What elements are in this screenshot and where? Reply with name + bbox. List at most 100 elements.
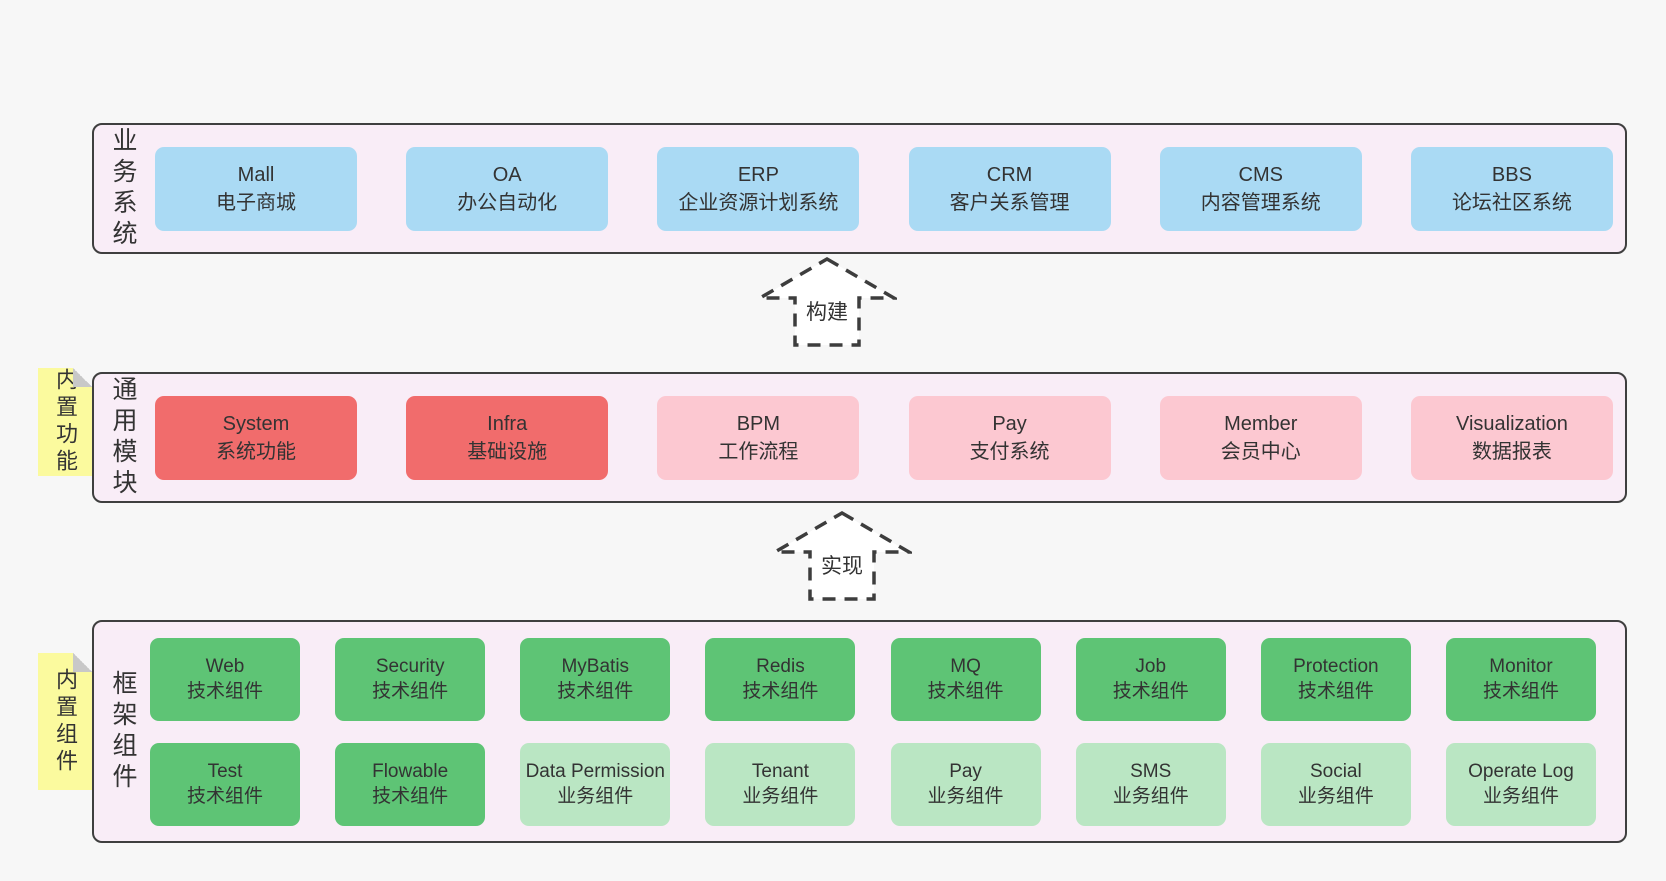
box-title: Flowable bbox=[372, 761, 449, 782]
component-box-pay: Pay 业务组件 bbox=[890, 742, 1041, 826]
box-subtitle: 技术组件 bbox=[927, 681, 1004, 702]
box-subtitle: 论坛社区系统 bbox=[1451, 191, 1572, 214]
component-box-redis: Redis 技术组件 bbox=[705, 637, 856, 721]
component-box-bpm: BPM 工作流程 bbox=[657, 395, 860, 480]
box-subtitle: 支付系统 bbox=[969, 440, 1050, 463]
box-title: System bbox=[222, 412, 290, 435]
component-box-tenant: Tenant 业务组件 bbox=[705, 742, 856, 826]
box-title: Infra bbox=[487, 412, 528, 435]
box-title: Member bbox=[1224, 412, 1298, 435]
box-subtitle: 技术组件 bbox=[372, 786, 449, 807]
component-box-cms: CMS 内容管理系统 bbox=[1159, 146, 1362, 231]
sticky-note-builtin-features: 内置功能 bbox=[38, 368, 92, 476]
component-box-visualization: Visualization 数据报表 bbox=[1410, 395, 1613, 480]
box-title: MyBatis bbox=[561, 656, 630, 677]
component-box-erp: ERP 企业资源计划系统 bbox=[657, 146, 860, 231]
box-title: BPM bbox=[736, 412, 781, 435]
box-subtitle: 业务组件 bbox=[927, 786, 1004, 807]
sticky-note-builtin-features-label: 内置功能 bbox=[53, 368, 78, 476]
component-box-oa: OA 办公自动化 bbox=[406, 146, 609, 231]
arrow-implement-label: 实现 bbox=[818, 550, 866, 580]
arrow-build-label: 构建 bbox=[803, 296, 851, 326]
box-title: Tenant bbox=[751, 761, 809, 782]
box-title: Redis bbox=[756, 656, 805, 677]
box-title: ERP bbox=[737, 163, 779, 186]
component-box-security: Security 技术组件 bbox=[335, 637, 486, 721]
box-subtitle: 技术组件 bbox=[186, 786, 263, 807]
box-subtitle: 会员中心 bbox=[1220, 440, 1301, 463]
box-title: MQ bbox=[950, 656, 981, 677]
box-title: Mall bbox=[237, 163, 275, 186]
box-subtitle: 数据报表 bbox=[1471, 440, 1552, 463]
box-subtitle: 技术组件 bbox=[186, 681, 263, 702]
component-box-mall: Mall 电子商城 bbox=[155, 146, 357, 231]
component-box-sms: SMS 业务组件 bbox=[1075, 742, 1226, 826]
box-title: Operate Log bbox=[1468, 761, 1574, 782]
component-box-flowable: Flowable 技术组件 bbox=[335, 742, 486, 826]
sticky-note-builtin-components-label: 内置组件 bbox=[53, 667, 78, 776]
business-box-row: Mall 电子商城 OA 办公自动化 ERP 企业资源计划系统 CRM 客户关系管理 CMS 内容… bbox=[155, 146, 1613, 231]
panel-title-business-systems: 业务系统 bbox=[109, 126, 137, 251]
component-box-crm: CRM 客户关系管理 bbox=[908, 146, 1111, 231]
component-box-member: Member 会员中心 bbox=[1159, 395, 1362, 480]
component-box-operate-log: Operate Log 业务组件 bbox=[1445, 742, 1596, 826]
box-title: Web bbox=[205, 656, 245, 677]
box-title: CMS bbox=[1238, 163, 1283, 186]
box-subtitle: 技术组件 bbox=[1482, 681, 1559, 702]
component-box-mybatis: MyBatis 技术组件 bbox=[520, 637, 671, 721]
component-box-bbs: BBS 论坛社区系统 bbox=[1410, 146, 1613, 231]
box-subtitle: 业务组件 bbox=[742, 786, 819, 807]
component-box-test: Test 技术组件 bbox=[150, 742, 300, 826]
box-subtitle: 工作流程 bbox=[718, 440, 799, 463]
box-title: OA bbox=[492, 163, 522, 186]
box-subtitle: 办公自动化 bbox=[457, 191, 558, 214]
box-title: Visualization bbox=[1455, 412, 1568, 435]
box-title: Protection bbox=[1293, 656, 1379, 677]
box-subtitle: 内容管理系统 bbox=[1200, 191, 1321, 214]
component-box-mq: MQ 技术组件 bbox=[890, 637, 1041, 721]
box-title: Pay bbox=[949, 761, 982, 782]
box-title: Test bbox=[207, 761, 243, 782]
box-subtitle: 客户关系管理 bbox=[949, 191, 1070, 214]
box-subtitle: 基础设施 bbox=[467, 440, 548, 463]
box-title: CRM bbox=[986, 163, 1033, 186]
box-subtitle: 技术组件 bbox=[742, 681, 819, 702]
box-subtitle: 技术组件 bbox=[1297, 681, 1374, 702]
box-subtitle: 业务组件 bbox=[1482, 786, 1559, 807]
box-subtitle: 技术组件 bbox=[372, 681, 449, 702]
sticky-note-builtin-components: 内置组件 bbox=[38, 653, 92, 790]
panel-title-framework-components: 框架组件 bbox=[109, 669, 137, 794]
box-title: SMS bbox=[1130, 761, 1172, 782]
component-box-infra: Infra 基础设施 bbox=[406, 395, 609, 480]
component-box-pay: Pay 支付系统 bbox=[908, 395, 1111, 480]
panel-common-modules: 通用模块 System 系统功能 Infra 基础设施 BPM 工作流程 Pay 支付系统 Me… bbox=[92, 372, 1627, 503]
box-title: Security bbox=[375, 656, 445, 677]
box-title: Monitor bbox=[1489, 656, 1553, 677]
modules-box-row: System 系统功能 Infra 基础设施 BPM 工作流程 Pay 支付系统 Member 会… bbox=[155, 395, 1613, 480]
box-subtitle: 系统功能 bbox=[216, 440, 296, 463]
panel-title-common-modules: 通用模块 bbox=[109, 375, 137, 500]
box-subtitle: 电子商城 bbox=[216, 191, 296, 214]
component-box-job: Job 技术组件 bbox=[1075, 637, 1226, 721]
arrow-implement: 实现 bbox=[772, 510, 912, 602]
box-title: Job bbox=[1135, 656, 1167, 677]
component-box-monitor: Monitor 技术组件 bbox=[1445, 637, 1596, 721]
box-title: Data Permission bbox=[525, 761, 665, 782]
box-subtitle: 业务组件 bbox=[1112, 786, 1189, 807]
component-box-protection: Protection 技术组件 bbox=[1260, 637, 1411, 721]
component-box-system: System 系统功能 bbox=[155, 395, 357, 480]
box-subtitle: 企业资源计划系统 bbox=[678, 191, 839, 214]
panel-business-systems: 业务系统 Mall 电子商城 OA 办公自动化 ERP 企业资源计划系统 CRM 客户关系管理… bbox=[92, 123, 1627, 254]
component-box-data-permission: Data Permission 业务组件 bbox=[520, 742, 671, 826]
box-subtitle: 技术组件 bbox=[1112, 681, 1189, 702]
box-subtitle: 技术组件 bbox=[557, 681, 634, 702]
box-title: BBS bbox=[1491, 163, 1532, 186]
arrow-build: 构建 bbox=[757, 256, 897, 348]
box-subtitle: 业务组件 bbox=[557, 786, 634, 807]
box-subtitle: 业务组件 bbox=[1297, 786, 1374, 807]
box-title: Pay bbox=[992, 412, 1027, 435]
